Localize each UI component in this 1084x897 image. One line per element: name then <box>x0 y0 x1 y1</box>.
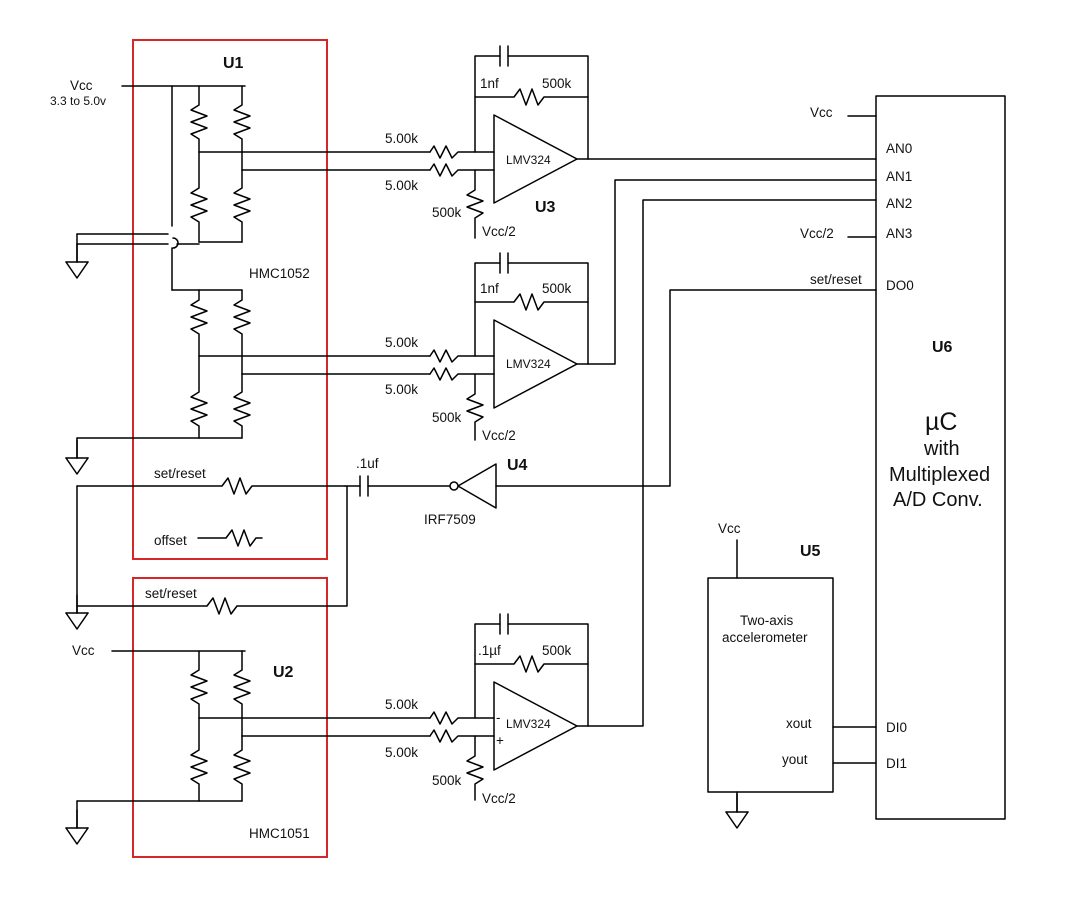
u6-line1: with <box>923 438 960 460</box>
u6-vcc-half-label: Vcc/2 <box>800 226 834 241</box>
u1-bottom-bridge <box>76 289 431 459</box>
u2-bridge <box>76 650 431 829</box>
u1-set-reset-label: set/reset <box>154 466 206 481</box>
amp2-vref-label: Vcc/2 <box>482 428 516 443</box>
pin-do0: DO0 <box>886 278 914 293</box>
amp3-vref-label: Vcc/2 <box>482 791 516 806</box>
amp1-name: LMV324 <box>506 153 551 167</box>
u5-yout-label: yout <box>782 752 808 767</box>
u6-mu-label: µC <box>925 408 957 436</box>
u1-set-reset-strap <box>76 477 346 614</box>
pin-an3: AN3 <box>886 226 912 241</box>
amp1-vref-label: Vcc/2 <box>482 224 516 239</box>
pin-di1: DI1 <box>886 756 907 771</box>
u3-ref: U3 <box>535 199 556 216</box>
amp3-cap-label: .1µf <box>478 643 501 658</box>
u1-offset-strap <box>197 529 263 547</box>
u6-block <box>847 95 1006 820</box>
u2-set-reset-label: set/reset <box>145 586 197 601</box>
amp3-minus-sign: - <box>496 710 501 725</box>
vcc-label: Vcc <box>70 78 93 93</box>
u5-line1: Two-axis <box>740 613 794 628</box>
amp1 <box>429 45 877 239</box>
vcc-range-label: 3.3 to 5.0v <box>50 94 106 108</box>
amp2-rin-bot-label: 5.00k <box>385 382 418 397</box>
amp2-cap-label: 1nf <box>480 281 499 296</box>
u1-ref: U1 <box>223 55 244 72</box>
amp3-name: LMV324 <box>506 717 551 731</box>
u4-inverter <box>344 289 877 509</box>
u6-set-reset-label: set/reset <box>810 272 862 287</box>
u1-highlight-box <box>132 39 328 560</box>
u6-line2: Multiplexed <box>889 464 990 486</box>
amp1-rin-bot-label: 5.00k <box>385 178 418 193</box>
pin-an1: AN1 <box>886 169 912 184</box>
u6-line3: A/D Conv. <box>893 489 983 511</box>
amp1-rf-label: 500k <box>542 76 572 91</box>
amp2 <box>429 179 877 441</box>
pin-an2: AN2 <box>886 196 912 211</box>
u5-vcc-label: Vcc <box>718 521 741 536</box>
offset-label: offset <box>154 533 187 548</box>
u6-ref: U6 <box>932 339 953 356</box>
amp1-cap-label: 1nf <box>480 76 499 91</box>
amp2-rin-top-label: 5.00k <box>385 335 418 350</box>
cap-01uf-label: .1uf <box>356 456 379 471</box>
u4-part-label: IRF7509 <box>424 512 476 527</box>
u4-ref: U4 <box>507 457 528 474</box>
amp3-rin-bot-label: 5.00k <box>385 745 418 760</box>
amp3-plus-sign: + <box>496 733 504 748</box>
u5-block <box>707 539 877 813</box>
pin-an0: AN0 <box>886 141 912 156</box>
amp2-rf-label: 500k <box>542 281 572 296</box>
amp2-name: LMV324 <box>506 357 551 371</box>
amp3-rf-label: 500k <box>542 643 572 658</box>
u5-ref: U5 <box>800 543 821 560</box>
pin-di0: DI0 <box>886 720 907 735</box>
amp3-rin-top-label: 5.00k <box>385 697 418 712</box>
vcc-u2-label: Vcc <box>72 643 95 658</box>
u1-top-bridge <box>76 85 431 291</box>
u5-xout-label: xout <box>786 716 812 731</box>
amp2-rbias-label: 500k <box>432 410 462 425</box>
u2-part-label: HMC1051 <box>249 826 310 841</box>
u2-ref: U2 <box>273 664 294 681</box>
u2-set-reset-strap <box>76 485 348 615</box>
amp3-rbias-label: 500k <box>432 773 462 788</box>
u5-line2: accelerometer <box>722 630 808 645</box>
u1-part-label: HMC1052 <box>249 266 310 281</box>
amp3 <box>429 199 877 801</box>
amp1-rin-top-label: 5.00k <box>385 131 418 146</box>
amp1-rbias-label: 500k <box>432 205 462 220</box>
u6-vcc-label: Vcc <box>810 105 833 120</box>
